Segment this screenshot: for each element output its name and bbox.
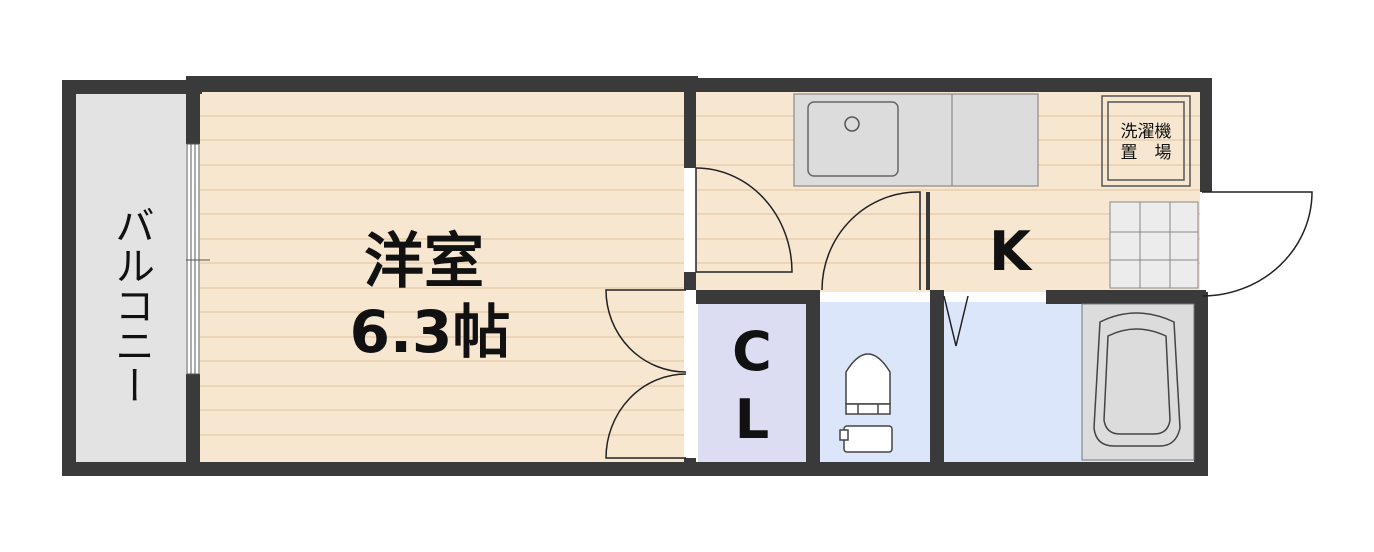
western-room-size: 6.3帖 — [350, 298, 511, 366]
door-swings — [605, 167, 1313, 459]
western-room-floor — [200, 92, 684, 462]
balcony-label: バルコニー — [108, 205, 154, 405]
washer-label-line2: 置 場 — [1121, 143, 1172, 163]
closet-floor — [698, 304, 806, 462]
closet-label-top: C — [732, 320, 772, 383]
washer-space — [1101, 95, 1191, 187]
washer-label-line1: 洗濯機 — [1121, 122, 1172, 142]
kitchen-label: K — [989, 220, 1033, 283]
closet-label-bottom: L — [735, 388, 769, 451]
entrance-tiles — [1109, 201, 1199, 289]
bathtub-icon — [1081, 303, 1195, 461]
balcony-area — [76, 94, 186, 462]
toilet-icon — [839, 353, 893, 453]
western-room-name: 洋室 — [364, 227, 484, 297]
wood-floor-lines — [200, 115, 684, 436]
balcony-window — [186, 143, 210, 375]
walls — [62, 76, 1212, 476]
kitchen-sink — [793, 93, 1039, 187]
